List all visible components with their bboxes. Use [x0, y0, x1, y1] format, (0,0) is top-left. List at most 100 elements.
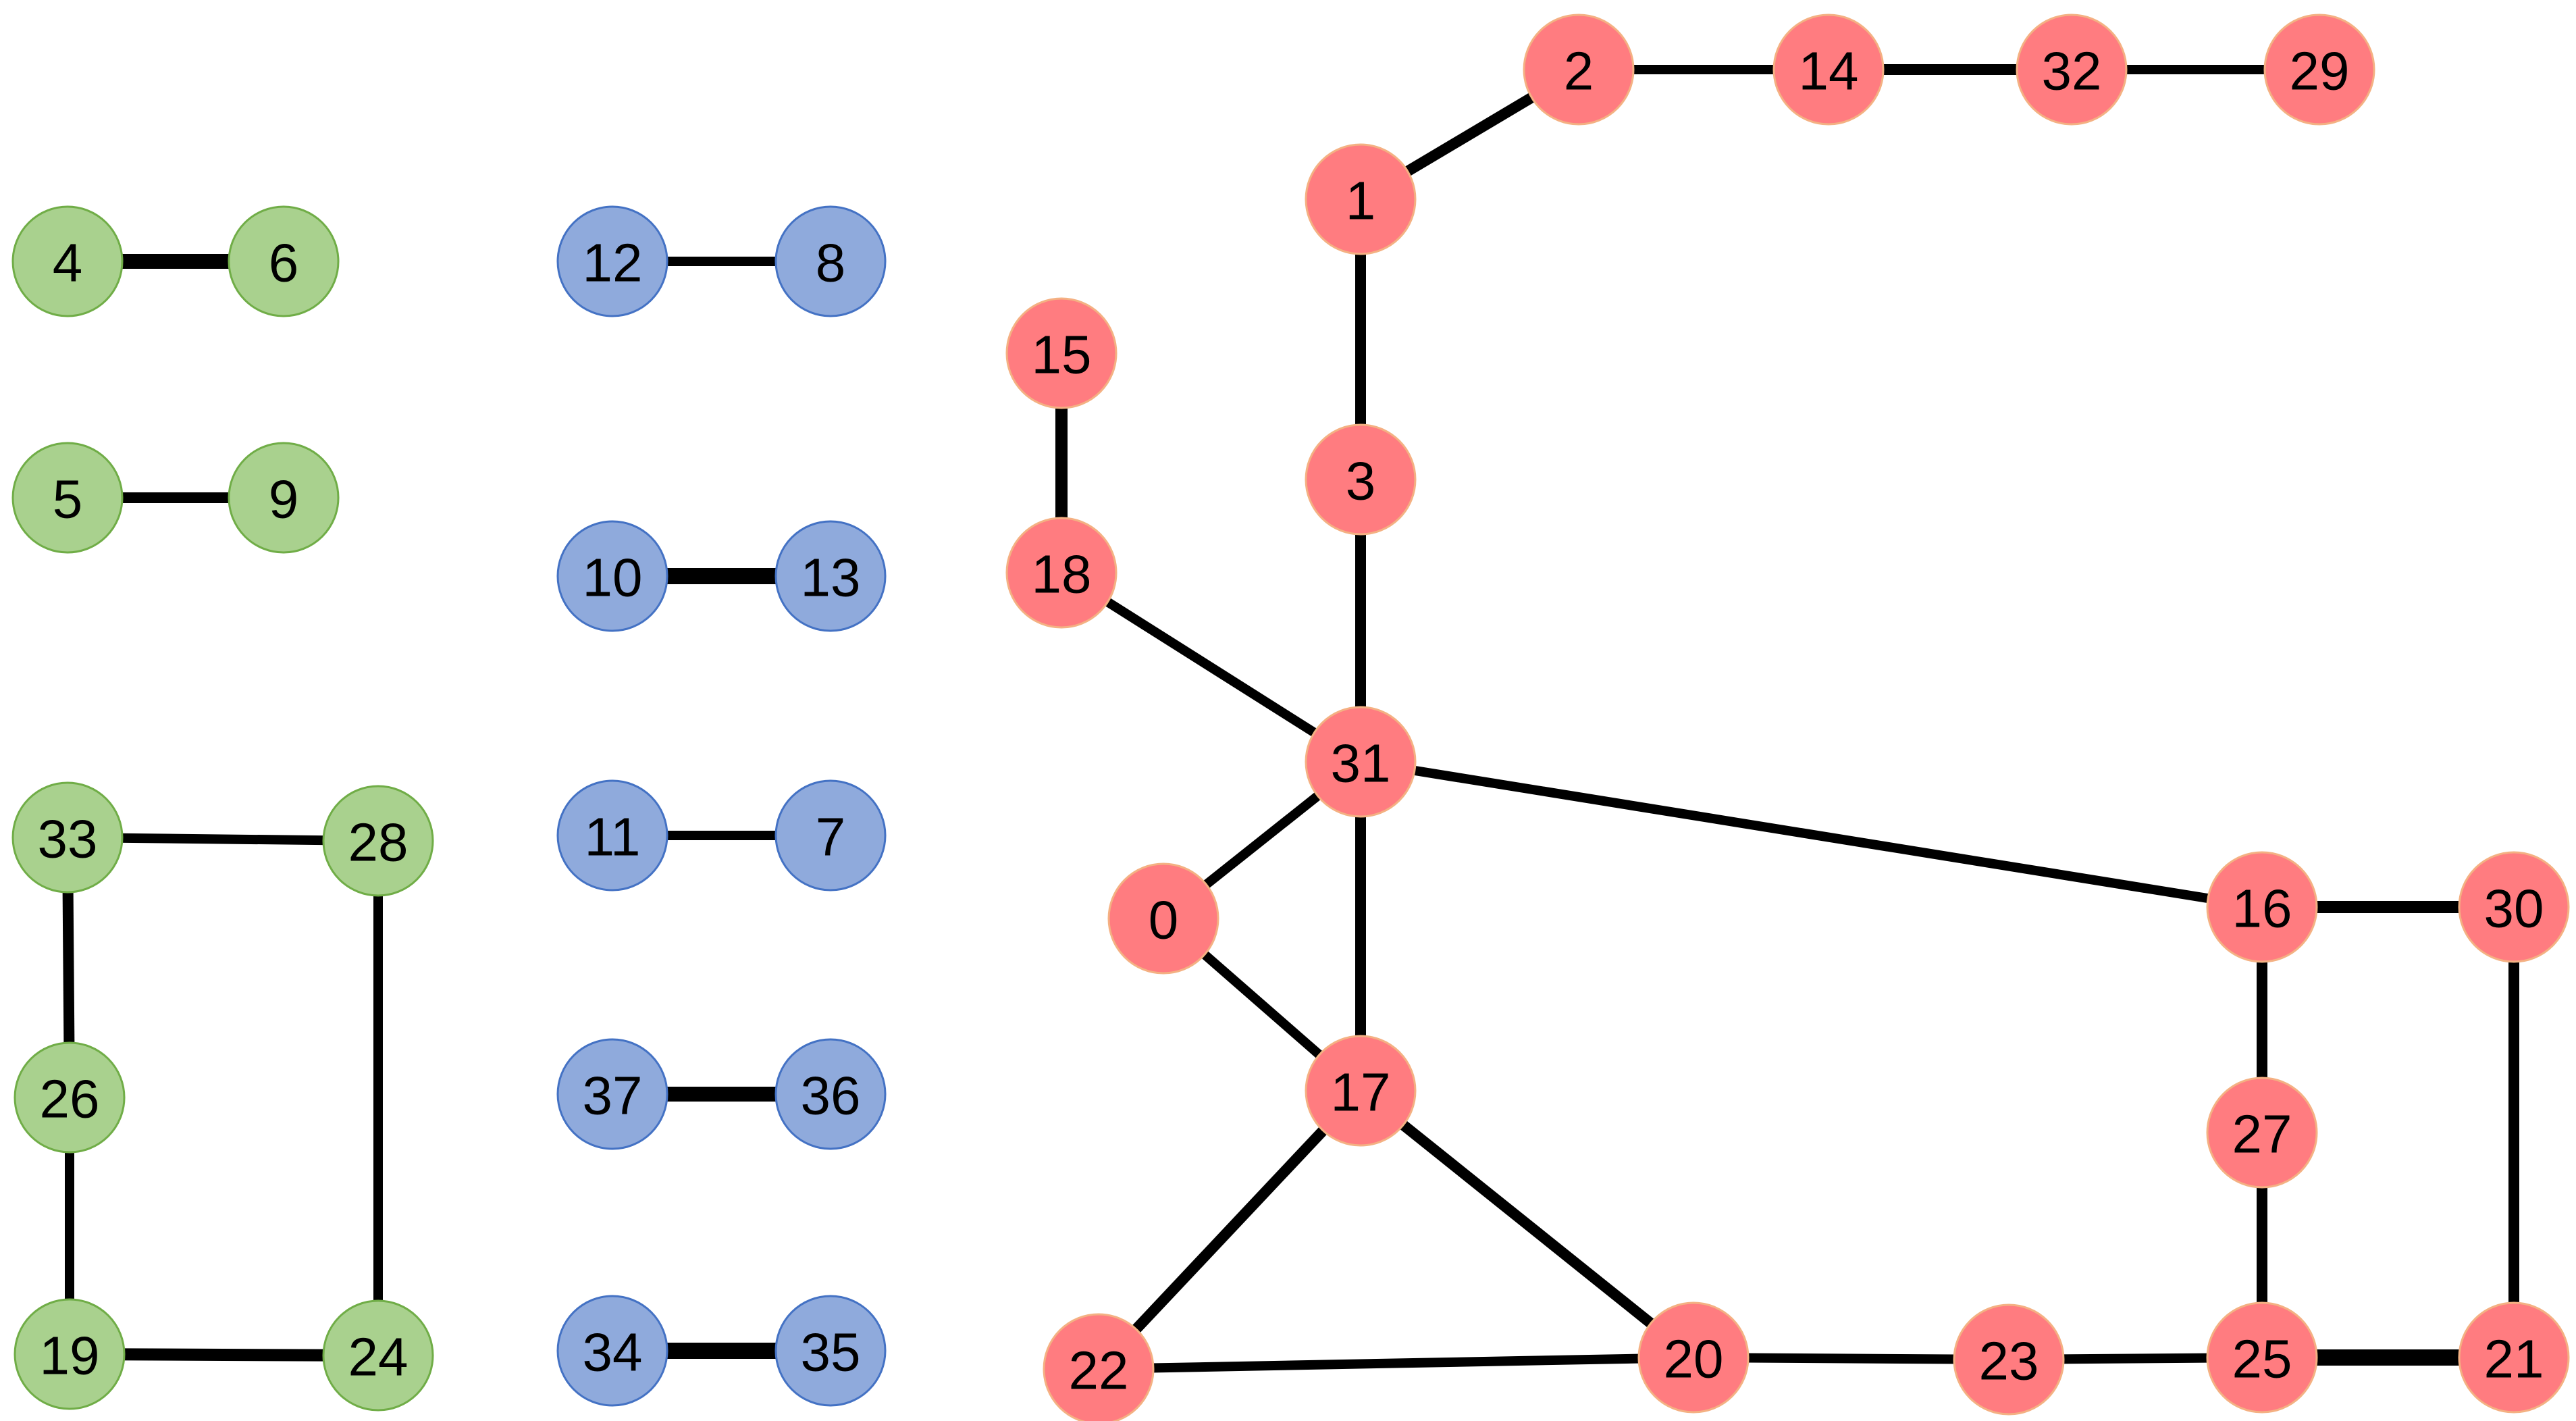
node-label: 35	[801, 1322, 861, 1383]
node-34: 34	[556, 1295, 668, 1407]
node-circle	[2206, 851, 2318, 963]
node-label: 12	[583, 233, 643, 293]
node-9: 9	[228, 442, 340, 554]
node-37: 37	[556, 1038, 668, 1150]
node-4: 4	[11, 205, 124, 317]
node-label: 25	[2232, 1329, 2292, 1389]
node-circle	[2458, 1301, 2570, 1414]
node-circle	[14, 1298, 126, 1410]
node-8: 8	[774, 205, 887, 317]
node-circle	[556, 205, 668, 317]
node-36: 36	[774, 1038, 887, 1150]
node-circle	[2458, 851, 2570, 963]
node-circle	[1043, 1313, 1155, 1421]
node-circle	[774, 1038, 887, 1150]
node-circle	[1305, 143, 1417, 255]
node-1: 1	[1305, 143, 1417, 255]
edge-17-22	[1095, 1087, 1365, 1373]
node-label: 17	[1331, 1062, 1391, 1122]
node-25: 25	[2206, 1301, 2318, 1414]
edge-17-20	[1357, 1086, 1698, 1362]
node-label: 19	[40, 1326, 100, 1386]
node-label: 7	[816, 807, 846, 867]
node-circle	[774, 205, 887, 317]
node-label: 27	[2232, 1104, 2292, 1164]
node-label: 23	[1979, 1331, 2039, 1391]
node-label: 34	[583, 1322, 643, 1383]
node-circle	[1005, 517, 1118, 629]
edge-22-20	[1098, 1353, 1694, 1374]
node-29: 29	[2263, 14, 2375, 126]
node-26: 26	[14, 1041, 126, 1154]
node-32: 32	[2016, 14, 2128, 126]
node-circle	[556, 1295, 668, 1407]
node-label: 24	[348, 1327, 409, 1387]
node-2: 2	[1523, 14, 1635, 126]
node-label: 32	[2042, 41, 2102, 101]
node-12: 12	[556, 205, 668, 317]
node-15: 15	[1005, 297, 1118, 409]
node-30: 30	[2458, 851, 2570, 963]
node-circle	[774, 1295, 887, 1407]
node-22: 22	[1043, 1313, 1155, 1421]
node-circle	[1305, 706, 1417, 818]
node-label: 10	[583, 548, 643, 608]
node-13: 13	[774, 520, 887, 632]
node-label: 5	[53, 469, 83, 529]
node-label: 31	[1331, 733, 1391, 794]
node-label: 16	[2232, 879, 2292, 939]
node-circle	[1005, 297, 1118, 409]
node-label: 36	[801, 1066, 861, 1126]
node-label: 13	[801, 548, 861, 608]
node-circle	[322, 785, 434, 897]
node-circle	[1305, 1035, 1417, 1147]
node-circle	[2016, 14, 2128, 126]
node-label: 22	[1069, 1341, 1129, 1401]
node-label: 18	[1032, 544, 1092, 604]
node-label: 30	[2484, 879, 2544, 939]
node-label: 14	[1799, 41, 1859, 101]
node-label: 20	[1664, 1329, 1724, 1389]
node-21: 21	[2458, 1301, 2570, 1414]
node-circle	[1953, 1303, 2065, 1416]
node-circle	[228, 442, 340, 554]
node-16: 16	[2206, 851, 2318, 963]
node-33: 33	[11, 781, 124, 894]
node-circle	[774, 779, 887, 892]
node-circle	[1107, 862, 1219, 975]
node-5: 5	[11, 442, 124, 554]
node-28: 28	[322, 785, 434, 897]
node-label: 21	[2484, 1329, 2544, 1389]
node-label: 6	[269, 233, 299, 293]
node-31: 31	[1305, 706, 1417, 818]
node-17: 17	[1305, 1035, 1417, 1147]
node-24: 24	[322, 1299, 434, 1412]
node-3: 3	[1305, 423, 1417, 536]
node-circle	[1772, 14, 1885, 126]
node-circle	[556, 779, 668, 892]
node-18: 18	[1005, 517, 1118, 629]
node-circle	[14, 1041, 126, 1154]
node-circle	[2206, 1077, 2318, 1189]
node-circle	[1305, 423, 1417, 536]
node-label: 11	[584, 807, 640, 867]
edge-18-31	[1059, 569, 1363, 766]
node-circle	[228, 205, 340, 317]
node-label: 15	[1032, 325, 1092, 385]
node-10: 10	[556, 520, 668, 632]
node-circle	[556, 520, 668, 632]
node-label: 26	[40, 1069, 100, 1129]
node-19: 19	[14, 1298, 126, 1410]
node-circle	[2263, 14, 2375, 126]
node-circle	[1637, 1301, 1750, 1414]
node-7: 7	[774, 779, 887, 892]
node-circle	[11, 442, 124, 554]
node-label: 37	[583, 1066, 643, 1126]
edge-layer	[62, 64, 2519, 1374]
node-label: 29	[2290, 41, 2350, 101]
node-circle	[11, 205, 124, 317]
node-circle	[11, 781, 124, 894]
node-label: 33	[38, 809, 98, 869]
edge-31-16	[1359, 757, 2263, 912]
